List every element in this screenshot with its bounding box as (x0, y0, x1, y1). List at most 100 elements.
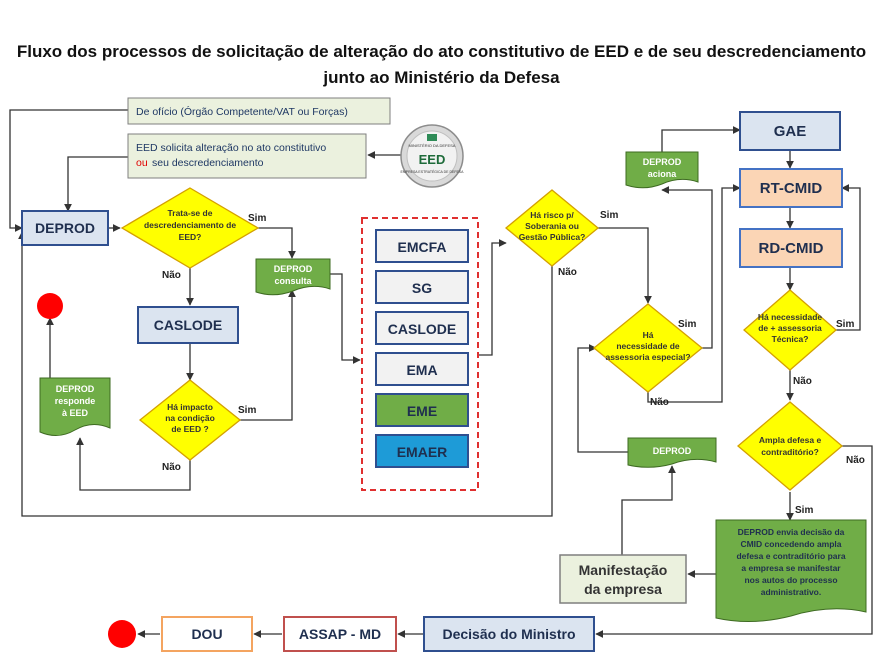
svg-text:Gestão Pública?: Gestão Pública? (519, 232, 586, 242)
connector (621, 465, 676, 555)
manifestacao-box: Manifestação da empresa (559, 554, 687, 604)
svg-text:Há impacto: Há impacto (167, 402, 213, 412)
orgao-sg: SG (375, 270, 469, 304)
deprod-envia-doc: DEPROD envia decisão da CMID concedendo … (715, 519, 867, 623)
svg-text:Soberania ou: Soberania ou (525, 221, 579, 231)
connector (577, 344, 628, 453)
label-nao: Não (162, 462, 181, 473)
decision-ampla-defesa: Ampla defesa e contraditório? (736, 401, 844, 491)
decision-impacto: Há impacto na condição de EED ? (138, 379, 242, 461)
end-marker (37, 293, 63, 319)
svg-text:EED solicita alteração no ato: EED solicita alteração no ato constituti… (136, 142, 326, 154)
connector (478, 239, 507, 356)
assap-md-box: ASSAP - MD (283, 616, 397, 652)
dou-box: DOU (161, 616, 253, 652)
label-nao: Não (846, 455, 865, 466)
svg-text:DEPROD: DEPROD (35, 220, 95, 236)
eed-solicita-box: EED solicita alteração no ato constituti… (127, 133, 367, 179)
decision-assessoria-especial: Há necessidade de assessoria especial? (592, 303, 704, 393)
label-nao: Não (558, 267, 577, 278)
decision-descredenciamento: Trata-se de descredenciamento de EED? (120, 187, 260, 269)
connector (661, 126, 741, 152)
orgao-eme: EME (375, 393, 469, 427)
svg-text:de EED ?: de EED ? (171, 424, 208, 434)
de-oficio-box: De ofício (Órgão Competente/VAT ou Força… (127, 97, 391, 125)
rd-cmid-box: RD-CMID (739, 228, 843, 268)
svg-text:DEPROD: DEPROD (653, 446, 692, 456)
svg-text:DEPROD envia decisão da: DEPROD envia decisão da (738, 527, 845, 537)
svg-text:DEPROD: DEPROD (643, 157, 682, 167)
orgao-emcfa: EMCFA (375, 229, 469, 263)
svg-text:seu descredenciamento: seu descredenciamento (152, 157, 264, 169)
label-nao: Não (650, 397, 669, 408)
svg-text:necessidade de: necessidade de (616, 341, 680, 351)
svg-text:SG: SG (412, 280, 432, 296)
label-sim: Sim (836, 319, 854, 330)
svg-text:Há necessidade: Há necessidade (758, 312, 823, 322)
gae-box: GAE (739, 111, 841, 151)
deprod-consulta-doc: DEPROD consulta (255, 258, 331, 296)
svg-text:assessoria especial?: assessoria especial? (605, 352, 690, 362)
deprod-small-doc: DEPROD (627, 437, 717, 468)
svg-text:descredenciamento de: descredenciamento de (144, 220, 236, 230)
svg-text:Trata-se de: Trata-se de (168, 208, 213, 218)
connector (240, 289, 296, 421)
svg-text:ASSAP - MD: ASSAP - MD (299, 626, 381, 642)
svg-text:Há: Há (643, 330, 654, 340)
connectors (9, 109, 873, 638)
svg-text:na condição: na condição (165, 413, 215, 423)
orgao-caslode: CASLODE (375, 311, 469, 345)
connector (330, 273, 361, 364)
svg-text:defesa e contraditório para: defesa e contraditório para (736, 551, 845, 561)
svg-text:MINISTÉRIO DA DEFESA: MINISTÉRIO DA DEFESA (409, 143, 456, 148)
connector (836, 184, 861, 331)
label-nao: Não (793, 376, 812, 387)
connector (647, 184, 741, 403)
connector (598, 227, 652, 304)
svg-text:de + assessoria: de + assessoria (758, 323, 822, 333)
diagram-title-line1: Fluxo dos processos de solicitação de al… (16, 42, 867, 61)
svg-text:administrativo.: administrativo. (761, 587, 821, 597)
orgao-emaer: EMAER (375, 434, 469, 468)
end-marker (108, 620, 136, 648)
orgao-ema: EMA (375, 352, 469, 386)
connector (258, 227, 296, 259)
rt-cmid-box: RT-CMID (739, 168, 843, 208)
svg-text:da empresa: da empresa (584, 581, 662, 597)
svg-text:EME: EME (407, 403, 437, 419)
svg-text:EMPRESA ESTRATÉGICA DE DEFESA: EMPRESA ESTRATÉGICA DE DEFESA (401, 169, 465, 174)
diagram-title-line2: junto ao Ministério da Defesa (323, 68, 560, 87)
svg-text:consulta: consulta (274, 276, 312, 286)
svg-text:EMCFA: EMCFA (398, 239, 447, 255)
svg-text:DEPROD: DEPROD (56, 384, 95, 394)
svg-text:GAE: GAE (774, 123, 807, 140)
label-sim: Sim (678, 319, 696, 330)
deprod-aciona-doc: DEPROD aciona (625, 151, 699, 189)
connector (64, 156, 128, 212)
svg-text:Há risco p/: Há risco p/ (530, 210, 574, 220)
svg-text:CASLODE: CASLODE (154, 317, 222, 333)
svg-text:ou: ou (136, 157, 148, 169)
svg-text:Técnica?: Técnica? (772, 334, 809, 344)
label-sim: Sim (600, 210, 618, 221)
svg-text:EED: EED (419, 152, 446, 167)
connector (9, 109, 128, 232)
svg-text:Manifestação: Manifestação (579, 562, 668, 578)
label-sim: Sim (248, 213, 266, 224)
svg-text:De ofício (Órgão Competente/VA: De ofício (Órgão Competente/VAT ou Força… (136, 105, 348, 118)
svg-text:aciona: aciona (648, 169, 678, 179)
decision-assessoria-tecnica: Há necessidade de + assessoria Técnica? (743, 289, 837, 371)
svg-text:RT-CMID: RT-CMID (760, 180, 823, 197)
svg-text:EMAER: EMAER (397, 444, 448, 460)
svg-text:RD-CMID: RD-CMID (759, 240, 824, 257)
orgaos-group (361, 217, 479, 491)
svg-text:a empresa se manifestar: a empresa se manifestar (741, 563, 841, 573)
eed-logo: MINISTÉRIO DA DEFESA EED EMPRESA ESTRATÉ… (400, 124, 465, 188)
caslode-box: CASLODE (137, 306, 239, 344)
label-sim: Sim (238, 405, 256, 416)
svg-text:contraditório?: contraditório? (761, 447, 819, 457)
deprod-box: DEPROD (21, 210, 109, 246)
svg-text:à EED: à EED (62, 408, 89, 418)
connector (595, 445, 873, 638)
